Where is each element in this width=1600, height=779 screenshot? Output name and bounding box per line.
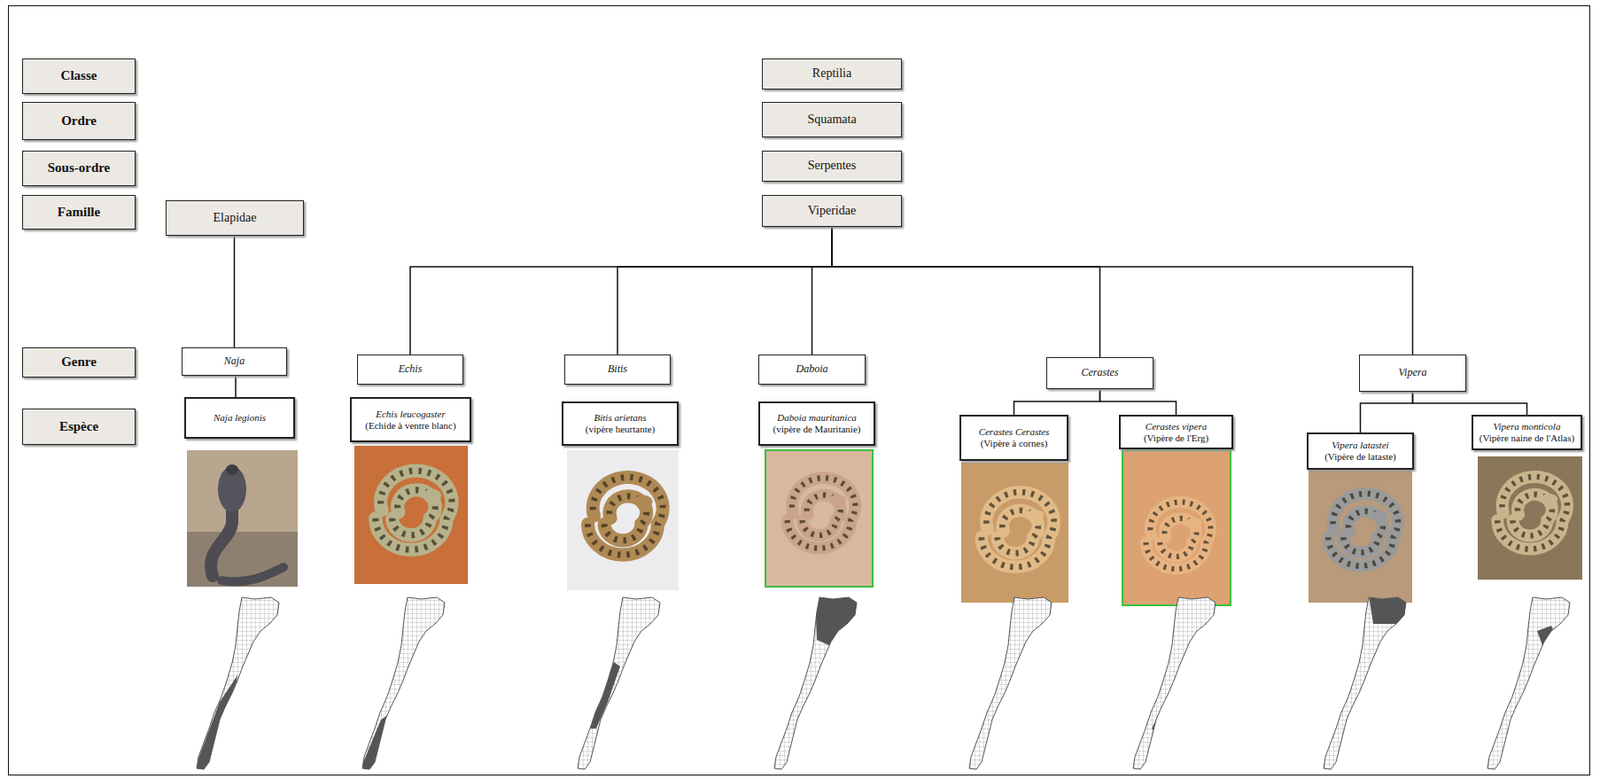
rank-label-box: Classe xyxy=(22,58,136,94)
common-name: (vipère heurtante) xyxy=(585,423,655,435)
distribution-map xyxy=(1133,597,1216,769)
common-name: (Vipère de lataste) xyxy=(1324,450,1397,463)
distribution-map xyxy=(969,597,1052,773)
tree-connector xyxy=(617,226,832,355)
snake-photo xyxy=(186,450,298,587)
taxon-name: Genre xyxy=(61,354,97,370)
common-name: (Vipère naine de l'Atlas) xyxy=(1479,432,1575,444)
taxon-name: Bitis arietans xyxy=(594,411,647,424)
species-box: Echis leucogaster(Echide à ventre blanc) xyxy=(349,396,472,443)
taxon-name: Vipera latastei xyxy=(1331,439,1389,451)
distribution-map xyxy=(193,597,280,773)
snake-photo xyxy=(1308,468,1413,603)
common-name: (Vipère à cornes) xyxy=(980,437,1049,450)
snake-photo xyxy=(765,450,873,587)
genus-box: Naja xyxy=(181,347,288,376)
snake-photo xyxy=(354,445,468,584)
distribution-map xyxy=(1487,597,1570,769)
taxon-name: Cerastes xyxy=(1081,366,1119,380)
species-box: Cerastes Cerastes(Vipère à cornes) xyxy=(959,414,1069,461)
tree-connector xyxy=(831,226,1414,355)
rank-label-box: Ordre xyxy=(22,101,136,140)
taxon-name: Viperidae xyxy=(807,203,856,218)
tree-connector xyxy=(1014,388,1101,415)
species-box: Vipera latastei(Vipère de lataste) xyxy=(1306,432,1414,470)
taxon-name: Reptilia xyxy=(812,66,852,81)
taxon-name: Naja legionis xyxy=(213,411,266,424)
taxon-box: Squamata xyxy=(761,101,902,138)
species-box: Daboia mauritanica(vipère de Mauritanie) xyxy=(758,401,876,446)
taxon-name: Espèce xyxy=(59,419,99,435)
genus-box: Bitis xyxy=(564,354,671,385)
genus-box: Vipera xyxy=(1359,354,1467,392)
taxon-name: Vipera monticola xyxy=(1493,420,1562,433)
taxon-box: Serpentes xyxy=(761,150,902,182)
taxon-name: Elapidae xyxy=(213,210,257,226)
species-box: Vipera monticola(Vipère naine de l'Atlas… xyxy=(1471,414,1583,451)
distribution-map xyxy=(774,595,860,769)
taxon-name: Serpentes xyxy=(807,158,856,173)
distribution-map xyxy=(1323,595,1409,769)
taxon-name: Sous-ordre xyxy=(47,160,111,176)
common-name: (Vipère de l'Erg) xyxy=(1143,432,1209,444)
tree-connector xyxy=(1100,388,1177,415)
species-box: Cerastes vipera(Vipère de l'Erg) xyxy=(1118,414,1234,450)
taxon-name: Echis xyxy=(398,363,423,376)
tree-connector xyxy=(410,226,832,355)
taxon-name: Bitis xyxy=(607,363,628,376)
common-name: (vipère de Mauritanie) xyxy=(773,423,862,435)
rank-label-box: Genre xyxy=(22,347,136,378)
taxon-name: Cerastes vipera xyxy=(1145,420,1207,433)
tree-connector xyxy=(812,226,833,355)
rank-label-box: Famille xyxy=(22,194,136,230)
distribution-map xyxy=(577,597,661,769)
species-box: Bitis arietans(vipère heurtante) xyxy=(561,401,679,446)
rank-label-box: Espèce xyxy=(22,408,136,445)
tree-connector xyxy=(234,375,237,397)
snake-photo xyxy=(1122,450,1231,606)
tree-connector xyxy=(831,226,1101,358)
distribution-map xyxy=(358,597,445,773)
taxon-name: Echis leucogaster xyxy=(375,408,446,420)
taxon-name: Cerastes Cerastes xyxy=(978,426,1050,438)
genus-box: Echis xyxy=(357,354,464,385)
genus-box: Cerastes xyxy=(1046,357,1154,389)
taxon-box: Elapidae xyxy=(165,200,304,236)
taxon-name: Daboia mauritanica xyxy=(776,411,857,424)
taxon-name: Vipera xyxy=(1398,366,1428,380)
taxon-box: Viperidae xyxy=(761,194,902,227)
tree-connector xyxy=(1360,391,1414,433)
common-name: (Echide à ventre blanc) xyxy=(365,419,456,432)
taxon-box: Reptilia xyxy=(761,58,902,90)
taxon-name: Famille xyxy=(57,204,101,220)
tree-connector xyxy=(1413,391,1528,415)
tree-connector xyxy=(233,235,236,348)
genus-box: Daboia xyxy=(758,354,866,385)
taxon-name: Squamata xyxy=(807,112,856,127)
rank-label-box: Sous-ordre xyxy=(22,150,136,187)
taxon-name: Naja xyxy=(224,355,245,368)
snake-photo xyxy=(1477,456,1583,580)
snake-photo xyxy=(961,462,1069,603)
taxon-name: Classe xyxy=(61,68,98,84)
taxon-name: Daboia xyxy=(796,363,829,376)
species-box: Naja legionis xyxy=(184,396,296,439)
snake-photo xyxy=(566,450,679,591)
taxon-name: Ordre xyxy=(61,113,97,129)
